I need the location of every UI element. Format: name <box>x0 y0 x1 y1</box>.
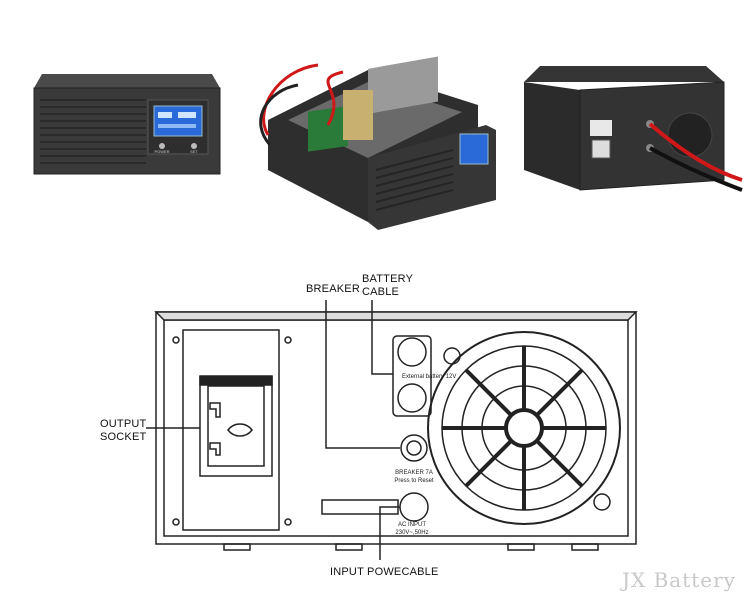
watermark-text: JX Battery <box>621 568 736 592</box>
breaker-rating-text: BREAKER 7A <box>395 470 433 476</box>
breaker-callout-line <box>325 300 400 449</box>
battery-cable-label-line2: CABLE <box>362 286 400 298</box>
breaker-knob <box>400 434 428 462</box>
power-button-icon[interactable] <box>159 143 165 149</box>
press-to-reset-text: Press to Reset <box>394 478 434 484</box>
photo-open-unit <box>259 56 496 230</box>
output-socket-label-line1: OUTPUT <box>100 418 147 430</box>
input-power-cable-label: INPUT POWECABLE <box>330 566 439 578</box>
breaker-label: BREAKER <box>306 283 360 295</box>
battery-cable-callout-line <box>371 300 393 375</box>
ac-input-text: AC INPUT <box>398 522 426 528</box>
ac-rating-text: 230V~,50Hz <box>395 530 428 536</box>
photo-rear-unit <box>524 66 743 192</box>
output-socket-panel <box>182 329 280 531</box>
battery-cable-label-line1: BATTERY <box>362 273 414 285</box>
output-socket-label-line2: SOCKET <box>100 431 147 443</box>
lcd-left-button-label: POWER <box>154 149 169 154</box>
output-socket-label: OUTPUT SOCKET <box>100 418 146 444</box>
photo-front-unit: POWER SET <box>33 74 221 175</box>
input-cable-callout-line <box>379 506 400 560</box>
rear-panel-diagram: External battery 12V BREAKER 7A Press to… <box>146 300 638 560</box>
cooling-fan <box>427 331 621 525</box>
set-button-icon[interactable] <box>191 143 197 149</box>
external-battery-text: External battery 12V <box>402 374 456 380</box>
battery-terminal-block <box>392 335 432 417</box>
lcd-right-button-label: SET <box>190 149 198 154</box>
lcd-screen <box>153 105 203 137</box>
ac-input-socket <box>399 492 429 522</box>
battery-cable-label: BATTERY CABLE <box>362 273 413 299</box>
